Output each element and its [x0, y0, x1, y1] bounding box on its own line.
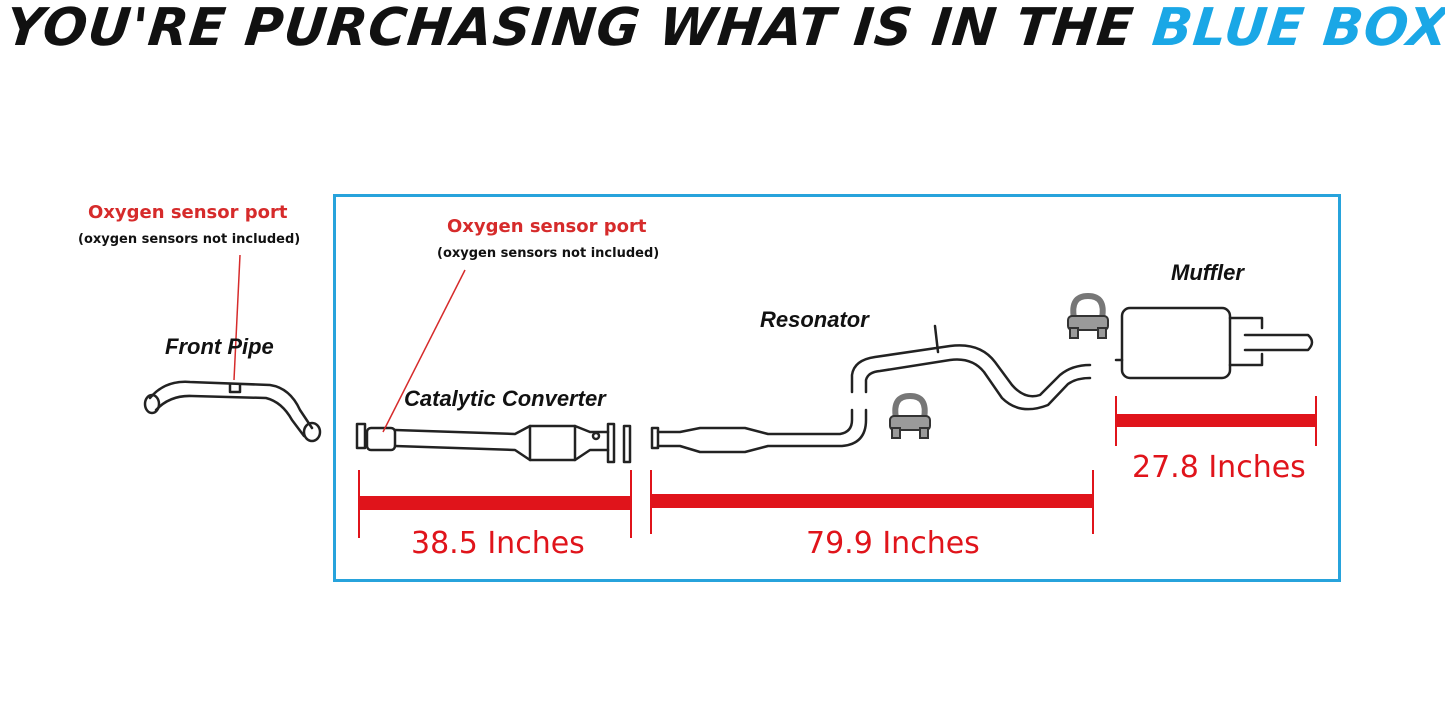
catalytic-converter-drawing — [355, 422, 632, 464]
sensor-leader-2 — [382, 269, 466, 433]
clamp-drawing-1 — [1067, 292, 1109, 339]
measure-label-2: 79.9 Inches — [806, 526, 980, 561]
resonator-drawing — [650, 324, 1092, 454]
sensor-leader-1 — [233, 254, 241, 381]
sensor-callout-1-note: (oxygen sensors not included) — [78, 232, 301, 247]
measure-label-3: 27.8 Inches — [1132, 450, 1306, 485]
measure-bar-2 — [650, 470, 1094, 534]
label-muffler: Muffler — [1171, 260, 1244, 285]
blue-box — [333, 194, 1341, 582]
measure-bar-1 — [358, 470, 632, 538]
measure-label-1: 38.5 Inches — [411, 526, 585, 561]
label-resonator: Resonator — [760, 307, 869, 332]
front-pipe-drawing — [143, 380, 322, 443]
muffler-drawing — [1114, 306, 1314, 380]
sensor-callout-2-note: (oxygen sensors not included) — [437, 246, 660, 261]
clamp-drawing-2 — [889, 392, 931, 439]
label-catalytic-converter: Catalytic Converter — [404, 386, 606, 411]
label-front-pipe: Front Pipe — [165, 334, 274, 359]
sensor-callout-2-title: Oxygen sensor port — [447, 216, 647, 237]
measure-bar-3 — [1115, 396, 1317, 446]
sensor-callout-1-title: Oxygen sensor port — [88, 202, 288, 223]
